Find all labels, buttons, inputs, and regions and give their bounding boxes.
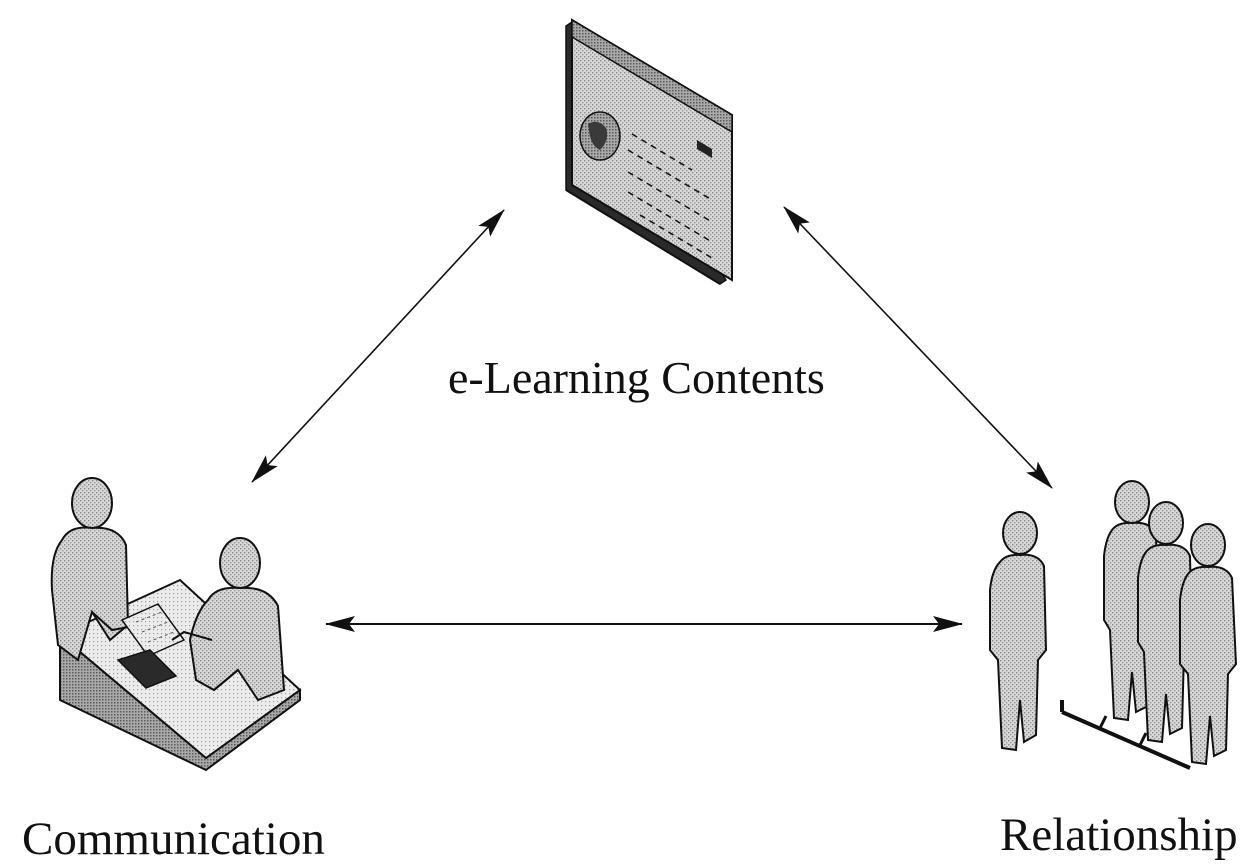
node-label-relationship: Relationship <box>1000 809 1238 861</box>
meeting-people-icon <box>50 477 302 772</box>
arrow-contents-communication <box>251 209 505 483</box>
node-label-communication: Communication <box>22 813 325 865</box>
people-group-icon <box>989 480 1238 770</box>
person-figure <box>1137 501 1194 744</box>
person-figure <box>989 511 1048 752</box>
person-figure <box>1179 523 1238 766</box>
arrow-contents-relationship <box>783 206 1053 489</box>
document-screen-icon <box>565 18 733 285</box>
node-label-contents: e-Learning Contents <box>448 352 825 403</box>
